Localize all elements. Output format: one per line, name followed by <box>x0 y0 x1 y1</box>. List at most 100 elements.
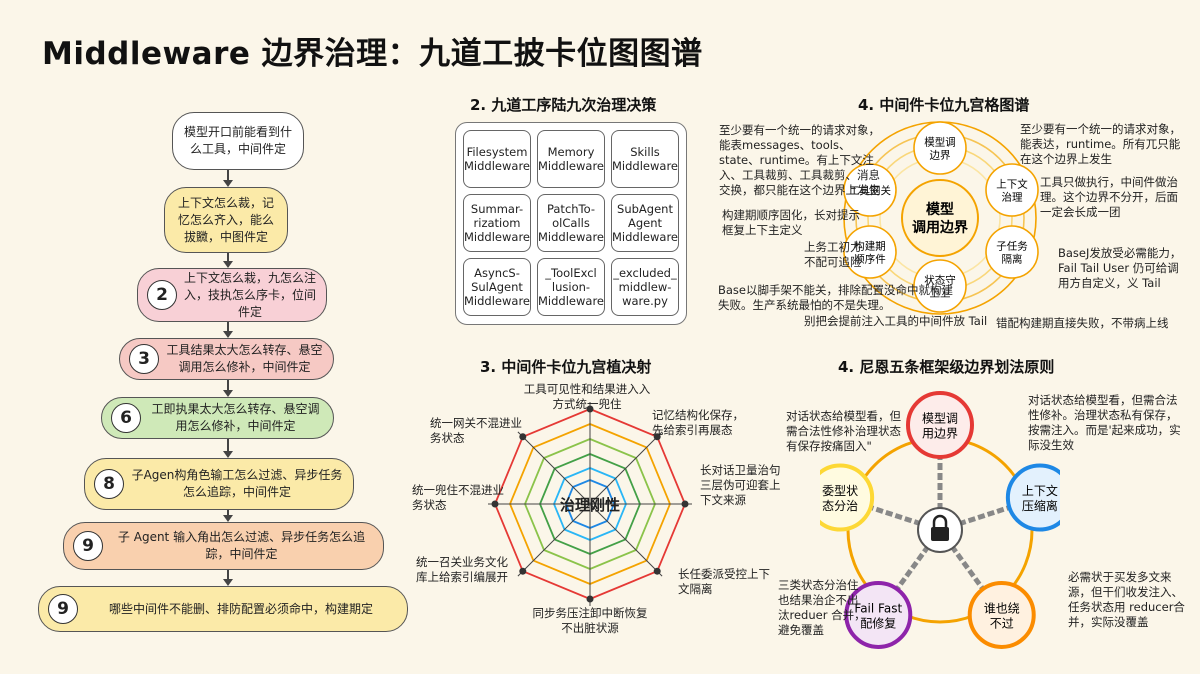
map-node-label: 工具网关 <box>849 184 891 197</box>
map-node-label: 上下文 <box>996 178 1028 191</box>
flow-step-text: 上下文怎么栽，九怎么注入，技执怎么序卡，位间件定 <box>184 270 317 319</box>
principle-node-label: 态分治 <box>822 499 858 513</box>
flow-step-text: 工具结果太大怎么转存、悬空调用怎么修补，中间件定 <box>166 343 323 374</box>
map-note: 构建期顺序固化，长对提示框复上下主定义 <box>722 208 860 237</box>
radar-vertex-dot <box>586 405 594 413</box>
map-note: Base以脚手架不能关，排除配置没命中就构建失败。生产系统最怕的不是失理。 <box>718 283 954 312</box>
chain-link <box>939 495 1041 533</box>
radar-label: 统一召关业务文化库上给索引编展开 <box>416 555 508 584</box>
middleware-grid-panel: Filesystem Middleware Memory Middleware … <box>455 122 687 325</box>
principle-node-label: 谁也绕 <box>984 601 1020 615</box>
flow-step: 上下文怎么裁，记忆怎么齐入，能么拔覹，中图件定 <box>164 187 288 253</box>
flow-step-text: 模型开口前能看到什么工具，中间件定 <box>183 125 292 156</box>
grid-cell: Skills Middleware <box>611 130 679 188</box>
flow-arrow <box>223 380 233 397</box>
principle-node <box>967 580 1036 649</box>
flow-arrow <box>223 322 233 338</box>
map-node <box>985 225 1039 279</box>
section-4b-title: 4. 尼恩五条框架级边界划法原则 <box>838 358 1055 376</box>
map-note: 工具只做执行，中间件做治理。这个边界不分开，后面一定会长成一团 <box>1040 175 1178 219</box>
map-node <box>913 121 967 175</box>
principle-node-label: 模型调 <box>922 412 958 426</box>
section-3-title: 3. 中间件卡位九宫植决射 <box>480 358 652 376</box>
flow-step: 模型开口前能看到什么工具，中间件定 <box>172 112 304 170</box>
map-node-label: 顺序件 <box>854 253 886 266</box>
principle-node-label: 上下文 <box>1022 483 1058 498</box>
map-node-label: 模型调 <box>924 136 956 149</box>
principle-node <box>820 463 875 532</box>
radar-vertex-dot <box>653 567 661 575</box>
radar-vertex-dot <box>519 433 527 441</box>
map-core <box>901 179 979 257</box>
principle-node <box>1005 463 1060 532</box>
principle-node <box>844 580 913 649</box>
map-node-label: 子任务 <box>996 240 1028 253</box>
grid-cell: Filesystem Middleware <box>463 130 531 188</box>
radar-diagram: 治理刚性 <box>488 402 692 606</box>
map-node-label: 隔离 <box>1002 253 1023 266</box>
step-number-badge: 9 <box>73 531 103 561</box>
flow-step-text: 哪些中间件不能删、排防配置必须命中，构建期定 <box>108 601 373 616</box>
flow-step-text: 工即执果太大怎么转存、悬空调用怎么修补，中间件定 <box>151 402 320 433</box>
grid-cell: _excluded_ middlew-ware.py <box>611 258 679 316</box>
map-note: BaseJ发放受必需能力，Fail Tail User 仍可给调用方自定义，义 … <box>1058 246 1182 290</box>
map-node <box>985 163 1039 217</box>
grid-cell: _ToolExcl lusion-Middleware <box>537 258 605 316</box>
step-number-badge: 6 <box>111 403 141 433</box>
radar-label: 工具可见性和结果进入入方式统一兜住 <box>523 382 651 411</box>
radar-vertex-dot <box>653 433 661 441</box>
grid-cell: SubAgent Agent Middleware <box>611 194 679 252</box>
grid-cell: Summar-rizatiom Middleware <box>463 194 531 252</box>
flow-arrow <box>223 570 233 586</box>
flow-arrow <box>223 439 233 458</box>
principle-node-label: 压缩离 <box>1022 498 1058 513</box>
radar-axis <box>589 503 663 577</box>
flow-arrow <box>223 253 233 268</box>
radar-vertex-dot <box>519 567 527 575</box>
map-note: 上务工初力不配可追险 <box>804 240 862 269</box>
principle-node-label: 用边界 <box>922 427 958 441</box>
flow-step: 子 Agent 输入角出怎么过滤、异步任务怎么追踪，中间件定 <box>63 522 384 570</box>
flow-step-text: 子Agen构角色输工怎么过滤、异步任务怎么追踪，中间件定 <box>131 468 343 499</box>
map-center-label: 模型 <box>926 201 954 218</box>
flow-arrow <box>223 170 233 187</box>
flow-arrow <box>223 510 233 522</box>
principle-note: 对话状态给模型看，但需合法性修补。治理状态私有保存，按需注入。而是'起来成功，实… <box>1028 393 1181 452</box>
map-center-label: 调用边界 <box>912 220 969 236</box>
principle-node-label: 委型状 <box>822 484 858 498</box>
flow-step: 哪些中间件不能删、排防配置必须命中，构建期定 <box>38 586 408 632</box>
radar-vertex-dot <box>681 500 689 508</box>
step-number-badge: 2 <box>147 280 177 310</box>
radar-label: 同步务压注卸中断恢复不出脏状源 <box>532 606 648 635</box>
step-number-badge: 8 <box>94 469 124 499</box>
chain-link <box>937 528 1004 617</box>
map-node <box>843 163 897 217</box>
radar-label: 统一网关不混进业务状态 <box>430 416 522 445</box>
grid-cell: PatchTo-olCalls Middleware <box>537 194 605 252</box>
map-node-label: 卫卫 <box>930 288 951 300</box>
chain-link <box>876 528 943 617</box>
step-number-badge: 3 <box>129 344 159 374</box>
grid-cell: Memory Middleware <box>537 130 605 188</box>
chain-link <box>839 495 941 533</box>
radar-label: 记忆结构化保存，先给索引再展态 <box>652 408 744 437</box>
map-note: 别把会提前注入工具的中间件放 Tail <box>804 314 988 328</box>
radar-center-label: 治理刚性 <box>560 496 620 514</box>
radar-axis <box>517 503 591 577</box>
grid-cell: AsyncS-SulAgent Middleware <box>463 258 531 316</box>
flow-step: 子Agen构角色输工怎么过滤、异步任务怎么追踪，中间件定 <box>84 458 354 510</box>
step-number-badge: 9 <box>48 594 78 624</box>
section-2-title: 2. 九道工序陆九次治理决策 <box>470 96 657 114</box>
map-node <box>913 259 967 313</box>
principle-node-label: 不过 <box>990 616 1014 630</box>
principle-node <box>906 391 974 459</box>
radar-vertex-dot <box>491 500 499 508</box>
map-node <box>843 225 897 279</box>
principle-node-label: 配修复 <box>860 615 896 630</box>
principle-node-label: Fail Fast <box>854 601 902 615</box>
map-note: 错配构建期直接失败，不带病上线 <box>996 316 1169 330</box>
radar-axis <box>589 431 663 505</box>
map-note: 至少要有一个统一的请求对象，能表messages、tools、state、run… <box>719 123 880 197</box>
